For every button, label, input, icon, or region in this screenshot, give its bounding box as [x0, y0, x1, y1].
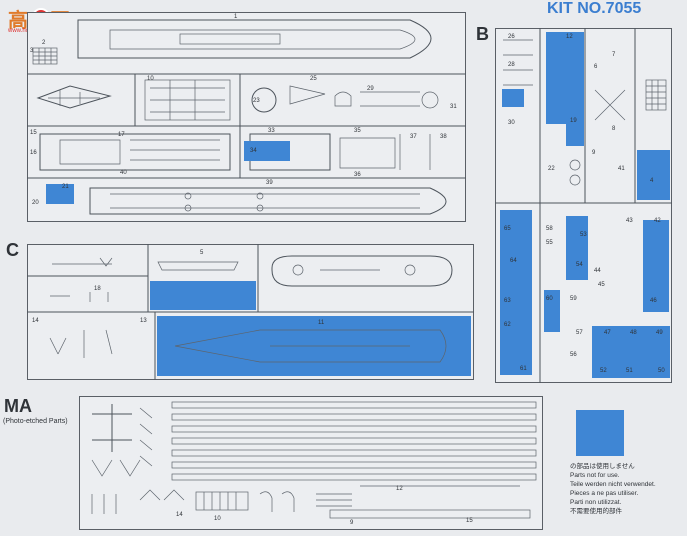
part-number: 50: [658, 368, 665, 374]
part-number: 41: [618, 166, 625, 172]
part-number: 11: [318, 320, 325, 326]
part-number: 10: [147, 76, 154, 82]
part-number: 23: [253, 98, 260, 104]
part-number: 53: [580, 232, 587, 238]
part-number: 39: [266, 180, 273, 186]
part-number: 34: [250, 148, 257, 154]
part-number: 29: [367, 86, 374, 92]
part-number: 20: [32, 200, 39, 206]
blue-part-29: [502, 89, 524, 107]
blue-part-22: [46, 184, 74, 204]
legend-text: の部品は使用しません Parts not for use. Teile werd…: [570, 462, 656, 516]
part-number: 40: [120, 170, 127, 176]
legend-line: Pieces a ne pas utiliser.: [570, 490, 639, 497]
part-number: 14: [176, 512, 183, 518]
part-number: 58: [546, 226, 553, 232]
part-number: 17: [118, 132, 125, 138]
legend-line: の部品は使用しません: [570, 463, 635, 470]
part-number: 46: [650, 298, 657, 304]
watermark-char: 高: [8, 10, 28, 32]
part-number: 9: [350, 520, 354, 526]
part-number: 31: [450, 104, 457, 110]
part-number: 56: [570, 352, 577, 358]
part-number: 62: [504, 322, 511, 328]
blue-part-19: [566, 100, 584, 146]
part-number: 42: [654, 218, 661, 224]
part-number: 8: [612, 126, 616, 132]
legend-line: Teile werden nicht verwendet.: [570, 481, 656, 488]
blue-strip-42: [643, 220, 669, 312]
blue-part-60: [544, 290, 560, 332]
part-number: 25: [310, 76, 317, 82]
legend-line: 不需要使用的部件: [570, 508, 622, 515]
section-ma-label: MA: [4, 396, 32, 416]
part-number: 7: [612, 52, 616, 58]
part-number: 6: [594, 64, 598, 70]
part-number: 16: [30, 150, 37, 156]
blue-part-34: [244, 141, 290, 161]
part-number: 38: [440, 134, 447, 140]
part-number: 33: [268, 128, 275, 134]
part-number: 65: [504, 226, 511, 232]
part-number: 64: [510, 258, 517, 264]
blue-part-4: [637, 150, 670, 200]
part-number: 37: [410, 134, 417, 140]
part-number: 60: [546, 296, 553, 302]
part-number: 47: [604, 330, 611, 336]
part-number: 5: [200, 250, 204, 256]
part-number: 57: [576, 330, 583, 336]
part-number: 14: [32, 318, 39, 324]
part-number: 43: [626, 218, 633, 224]
part-number: 45: [598, 282, 605, 288]
legend-line: Parti non utilizzat.: [570, 499, 622, 506]
part-number: 12: [566, 34, 573, 40]
section-c-label: C: [6, 240, 19, 260]
part-number: 28: [508, 62, 515, 68]
part-number: 15: [30, 130, 37, 136]
part-number: 30: [508, 120, 515, 126]
part-number: 1: [234, 14, 238, 20]
part-number: 18: [94, 286, 101, 292]
blue-strip-65: [500, 210, 532, 375]
section-b-label: B: [476, 24, 489, 44]
part-number: 10: [214, 516, 221, 522]
part-number: 2: [42, 40, 46, 46]
ma-fret-frame: [79, 396, 543, 530]
part-number: 15: [466, 518, 473, 524]
part-number: 35: [354, 128, 361, 134]
legend-line: Parts not for use.: [570, 472, 620, 479]
part-number: 48: [630, 330, 637, 336]
blue-block-47: [592, 326, 670, 378]
part-number: 4: [650, 178, 654, 184]
part-number: 51: [626, 368, 633, 374]
part-number: 63: [504, 298, 511, 304]
legend-swatch: [576, 410, 624, 456]
sprue-a-frame: [27, 12, 466, 222]
part-number: 59: [570, 296, 577, 302]
section-ma-sub: (Photo-etched Parts): [3, 418, 68, 425]
blue-part-6: [150, 281, 256, 310]
part-number: 12: [396, 486, 403, 492]
part-number: 61: [520, 366, 527, 372]
part-number: 9: [592, 150, 596, 156]
part-number: 26: [508, 34, 515, 40]
part-number: 49: [656, 330, 663, 336]
blue-strip-53: [566, 216, 588, 280]
part-number: 54: [576, 262, 583, 268]
part-number: 3: [30, 48, 34, 54]
kit-title: KIT NO.7055: [547, 0, 642, 17]
part-number: 22: [548, 166, 555, 172]
part-number: 55: [546, 240, 553, 246]
part-number: 36: [354, 172, 361, 178]
part-number: 44: [594, 268, 601, 274]
part-number: 13: [140, 318, 147, 324]
part-number: 21: [62, 184, 69, 190]
part-number: 19: [570, 118, 577, 124]
part-number: 52: [600, 368, 607, 374]
